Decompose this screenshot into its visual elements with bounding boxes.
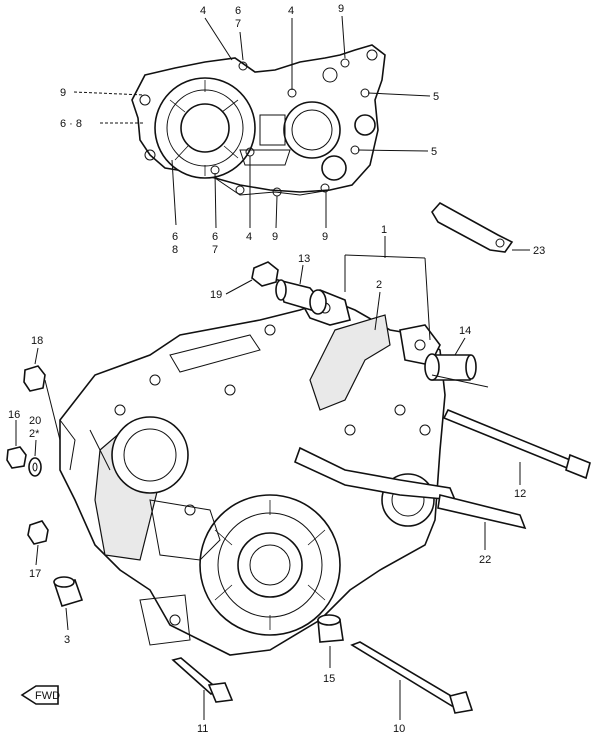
label-12: 12 xyxy=(514,488,526,500)
crankcase-main xyxy=(59,289,446,656)
washer-part-20 xyxy=(28,457,42,477)
label-5a: 5 xyxy=(433,91,439,103)
label-11: 11 xyxy=(197,723,208,735)
label-9b: 9 xyxy=(60,87,66,99)
label-10: 10 xyxy=(393,723,405,735)
leaders-main xyxy=(15,236,521,720)
label-8b: 8 xyxy=(172,244,178,256)
label-9c: 9 xyxy=(272,231,278,243)
label-6c: 6 xyxy=(212,231,218,243)
nut-part-17 xyxy=(27,520,49,545)
bolt-part-12 xyxy=(442,408,591,480)
fwd-label: FWD xyxy=(35,690,60,702)
label-6a: 6 xyxy=(235,5,241,17)
label-6b: 6 xyxy=(172,231,178,243)
label-1: 1 xyxy=(381,224,387,236)
label-2-star: 2* xyxy=(29,428,40,440)
label-22: 22 xyxy=(479,554,491,566)
label-17: 17 xyxy=(29,568,41,580)
sleeve-part-13 xyxy=(275,278,327,315)
bolt-part-11 xyxy=(171,657,234,703)
label-18: 18 xyxy=(31,335,43,347)
label-16: 16 xyxy=(8,409,20,421)
forward-arrow-icon: FWD xyxy=(20,685,60,705)
crankcase-half-top xyxy=(131,44,386,197)
label-9d: 9 xyxy=(322,231,328,243)
leaders-top xyxy=(73,15,431,229)
label-3: 3 xyxy=(64,634,70,646)
label-23: 23 xyxy=(533,245,545,257)
bolt-part-10 xyxy=(350,641,474,714)
label-9a: 9 xyxy=(338,3,344,15)
label-5b: 5 xyxy=(431,146,437,158)
sleeve-part-14 xyxy=(424,353,477,381)
label-4a: 4 xyxy=(200,5,206,17)
label-7c: 7 xyxy=(212,244,218,256)
label-14: 14 xyxy=(459,325,471,337)
label-4b: 4 xyxy=(288,5,294,17)
nut-part-19 xyxy=(251,261,279,287)
dowel-part-3 xyxy=(53,576,84,607)
label-15: 15 xyxy=(323,673,335,685)
label-6-8: 6 · 8 xyxy=(60,118,82,130)
label-2: 2 xyxy=(376,279,382,291)
label-7a: 7 xyxy=(235,18,241,30)
nut-part-18 xyxy=(23,365,46,392)
label-19: 19 xyxy=(210,289,222,301)
dowel-part-15 xyxy=(317,614,344,643)
nut-part-16 xyxy=(6,446,27,469)
label-4c: 4 xyxy=(246,231,252,243)
breather-hoses xyxy=(294,446,527,530)
part-number-labels: 4 6 7 4 9 9 6 · 8 5 5 6 8 6 7 4 9 9 1 23… xyxy=(8,3,545,735)
label-20: 20 xyxy=(29,415,41,427)
label-13: 13 xyxy=(298,253,310,265)
clamp-part-23 xyxy=(431,201,530,253)
